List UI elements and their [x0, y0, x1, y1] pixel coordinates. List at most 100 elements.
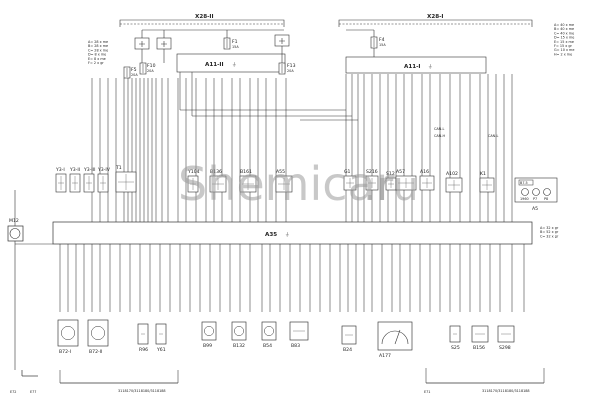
x28-1-label: X28-I — [427, 14, 444, 20]
legend-entry: D= 15 x me — [554, 36, 574, 40]
component-label: S12 — [386, 171, 395, 177]
legend-entry: F= 2 x gr — [88, 61, 104, 65]
legend-entry: A= 40 x me — [554, 23, 574, 27]
component-b99: B99 — [201, 321, 217, 349]
legend-entry: B= 28 x me — [88, 44, 108, 48]
legend-entry: F= 15 x gr — [554, 44, 572, 48]
component-a102: A102 — [445, 171, 463, 193]
component-label: S216 — [366, 169, 378, 175]
fuse-f5: F5 20A — [123, 66, 138, 79]
a5-label: A5 — [532, 206, 538, 212]
ground-bus — [21, 370, 544, 384]
fuse-f13-label: F13 — [287, 63, 296, 69]
component-a16: A16 — [419, 169, 435, 191]
fuse-f1-rating: 15A — [232, 45, 239, 49]
a5-block: B7.5 1960 P7 P8 A5 — [514, 177, 558, 212]
component-label: S25 — [451, 345, 460, 351]
component-b83: B83 — [289, 321, 309, 349]
gauge-icon — [381, 330, 409, 345]
legend-entry: G= 10 x me — [554, 48, 574, 52]
component-y3-iv: Y3-IV — [97, 167, 111, 193]
sensor-icon — [204, 326, 214, 336]
ground-e72: E72 — [10, 390, 16, 394]
sensor-icon — [91, 326, 105, 340]
ground-e71: E71 — [424, 390, 430, 394]
wire-bundle — [59, 72, 545, 383]
motor-m12: M12 — [7, 190, 53, 370]
can-l-label-2: CAN-L — [488, 134, 498, 138]
fuse-f13-rating: 20A — [287, 69, 294, 73]
legend-entry: D= 8 x me — [88, 53, 106, 57]
component-label: T1 — [115, 165, 122, 171]
component-label: Y3-IV — [97, 167, 111, 173]
legend-entry: H= 2 x me — [554, 52, 572, 56]
component-label: A177 — [379, 353, 391, 359]
component-y61: Y61 — [155, 323, 167, 353]
component-label: A55 — [276, 169, 285, 175]
component-label: B161 — [240, 169, 252, 175]
a11-2-ground-icon: ⏚ — [232, 61, 237, 68]
component-b72-i: B72-I — [57, 319, 79, 355]
fuse-f10: F10 20A — [139, 62, 156, 75]
watermark-main: Shemicar — [178, 157, 395, 211]
component-k1: K1 — [479, 171, 495, 193]
component-s298: S298 — [497, 325, 515, 351]
component-label: R96 — [139, 347, 148, 353]
legend-entry: E= 8 x me — [88, 57, 106, 61]
component-y3-i: Y3-I — [55, 167, 67, 193]
a5-gauge-icon — [543, 188, 551, 196]
legend-entry: C= 40 x me — [554, 31, 574, 35]
component-label: Y3-II — [69, 167, 80, 173]
component-label: G1 — [344, 169, 351, 175]
component-label: B132 — [233, 343, 245, 349]
a5-pin-2: P7 — [533, 197, 537, 201]
motor-icon — [9, 228, 21, 239]
fuse-f1: F1 15A — [223, 37, 239, 50]
a35-label: A35 — [265, 232, 277, 238]
a5-gauge-icon — [532, 188, 540, 196]
component-g1: G1 — [343, 169, 357, 191]
component-label: B156 — [473, 345, 485, 351]
sensor-icon — [264, 326, 274, 336]
a35-ground-icon: ⏚ — [285, 231, 290, 238]
component-label: A16 — [420, 169, 429, 175]
legend-x28-2: A= 28 x meB= 28 x meC= 28 x meD= 8 x meE… — [88, 40, 108, 65]
ref-right: 3118170/3118180/3118188 — [482, 389, 530, 393]
m12-label: M12 — [9, 218, 19, 224]
fuse-f10-label: F10 — [147, 63, 156, 69]
a35-module: A35 ⏚ — [52, 221, 533, 245]
component-label: B99 — [203, 343, 212, 349]
a5-pin-3: P8 — [544, 197, 548, 201]
component-y3-ii: Y3-II — [69, 167, 81, 193]
component-label: Y3-III — [83, 167, 95, 173]
a11-2-label: A11-II — [205, 62, 224, 68]
component-label: A57 — [396, 169, 405, 175]
component-label: A102 — [446, 171, 458, 177]
component-b156: B156 — [471, 325, 489, 351]
fuse-f10-rating: 20A — [147, 69, 154, 73]
legend-entry: B= 40 x me — [554, 27, 574, 31]
a5-box-label: B7.5 — [520, 181, 528, 185]
x28-1-internal — [345, 29, 487, 74]
legend-entry: C= 28 x me — [88, 48, 108, 52]
a11-1-box — [345, 56, 487, 74]
a5-pin-1: 1960 — [520, 197, 529, 201]
component-a177: A177 — [377, 321, 413, 359]
fuse-f1-label: F1 — [232, 39, 238, 45]
component-b136: B136 — [209, 169, 227, 193]
a11-1-label: A11-I — [404, 64, 421, 70]
watermark-tld: .ru — [364, 164, 419, 210]
legend-entry: B= 52 x gr — [540, 230, 559, 234]
component-label: B24 — [343, 347, 352, 353]
fuse-f5-label: F5 — [131, 67, 137, 73]
can-l-label-1: CAN-L — [434, 127, 444, 131]
ground-e77: E77 — [30, 390, 36, 394]
component-label: S298 — [499, 345, 511, 351]
component-b161: B161 — [239, 169, 257, 193]
a5-gauge-icon — [521, 188, 529, 196]
component-label: Y3-I — [55, 167, 65, 173]
legend-entry: A= 32 x gr — [540, 226, 559, 230]
